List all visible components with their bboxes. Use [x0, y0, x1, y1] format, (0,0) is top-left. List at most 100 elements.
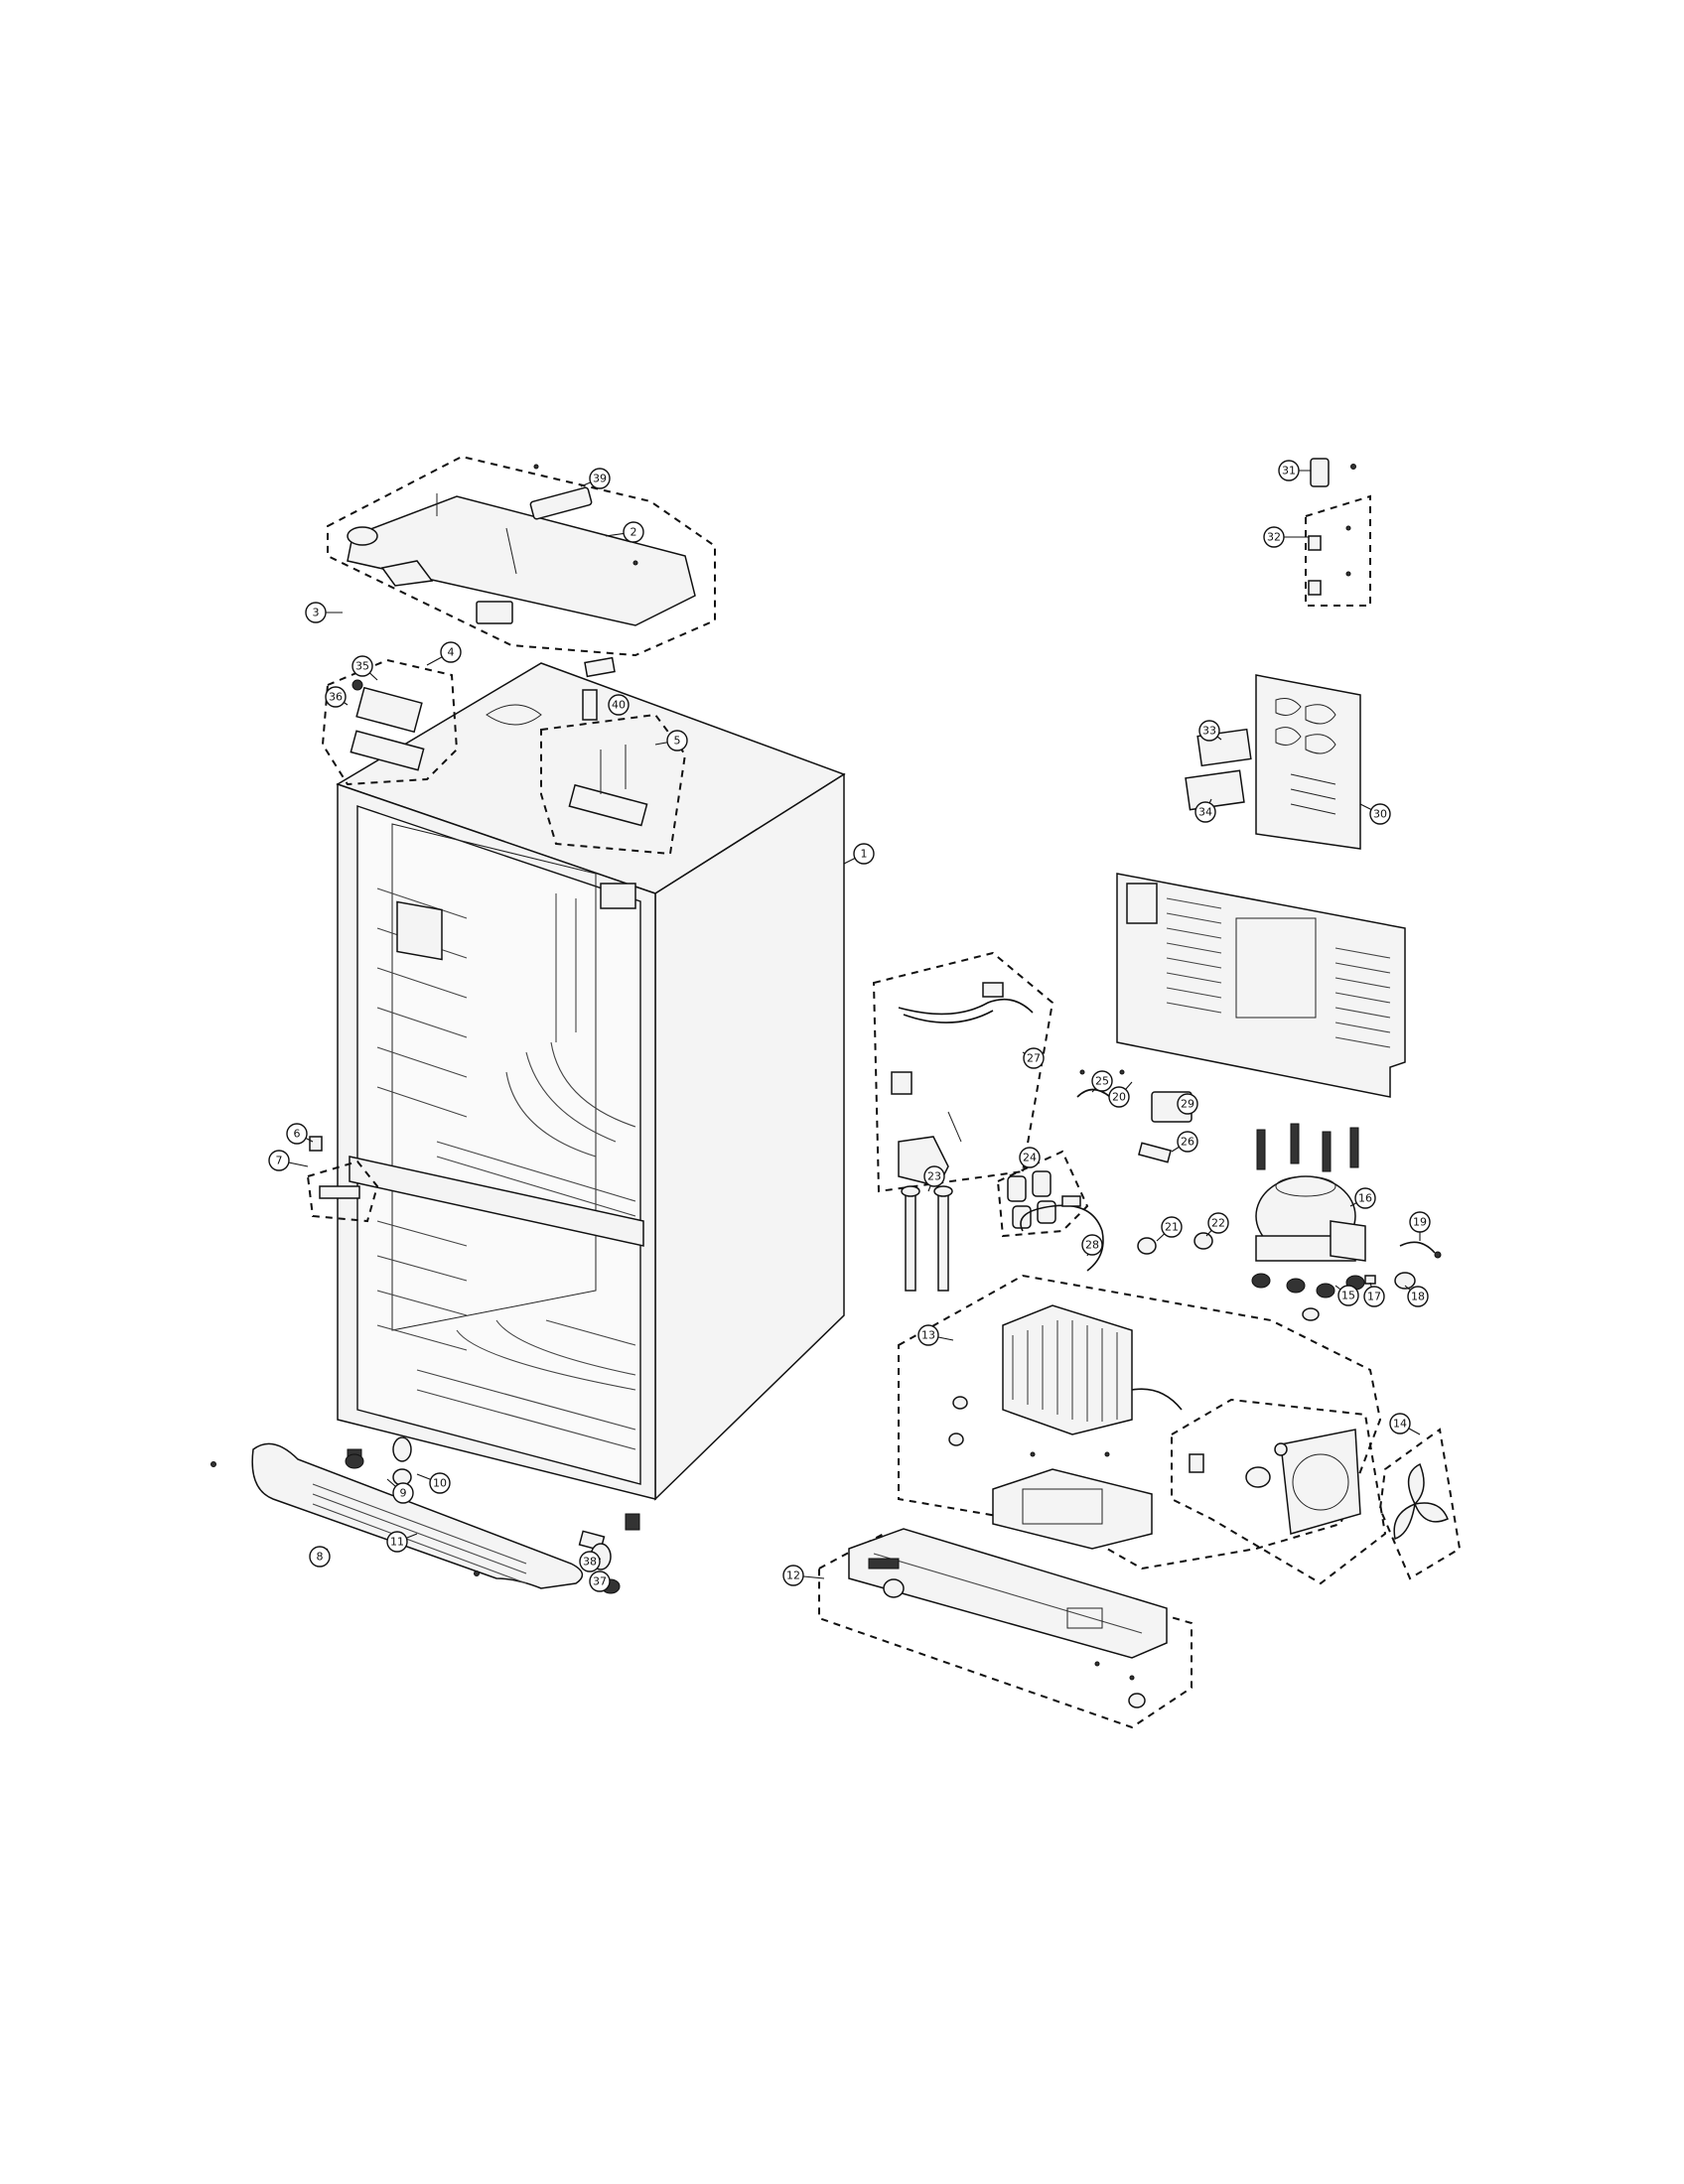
- compressor-accessories: [1364, 1241, 1442, 1290]
- callout-number: 18: [1411, 1291, 1425, 1303]
- callout-31: 31: [1278, 460, 1311, 481]
- callout-number: 28: [1085, 1239, 1099, 1252]
- callout-circle: [853, 843, 875, 865]
- callout-number: 38: [583, 1556, 597, 1569]
- callout-16: 16: [1349, 1187, 1376, 1209]
- callout-circle: [1337, 1285, 1359, 1306]
- callout-circle: [351, 655, 373, 677]
- callout-19: 19: [1409, 1211, 1431, 1241]
- label-panels: [1185, 674, 1361, 850]
- callout-number: 16: [1358, 1192, 1372, 1205]
- callout-40: 40: [608, 694, 630, 716]
- callout-circle: [429, 1472, 451, 1494]
- callout-circle: [589, 468, 611, 489]
- callout-number: 19: [1413, 1216, 1427, 1229]
- callout-number: 35: [355, 660, 369, 673]
- callout-number: 11: [390, 1536, 404, 1549]
- callout-number: 5: [674, 735, 681, 748]
- callout-number: 15: [1341, 1290, 1355, 1302]
- callout-39: 39: [580, 468, 611, 489]
- callout-number: 33: [1202, 725, 1216, 738]
- callout-number: 29: [1181, 1098, 1194, 1111]
- callout-circle: [386, 1531, 408, 1553]
- base-grille: [210, 1442, 584, 1589]
- dryer-tubes: [901, 1185, 953, 1292]
- callout-circle: [1278, 460, 1300, 481]
- callout-18: 18: [1404, 1285, 1429, 1307]
- callout-circle: [1369, 803, 1391, 825]
- refrigerator-cabinet: [336, 662, 846, 1531]
- callout-number: 21: [1165, 1221, 1179, 1234]
- callout-13: 13: [917, 1324, 954, 1346]
- callout-number: 6: [294, 1128, 301, 1141]
- callout-circle: [286, 1123, 308, 1145]
- fan-blade: [1378, 1428, 1462, 1580]
- top-cover-assembly: [327, 455, 716, 657]
- callout-circle: [589, 1570, 611, 1592]
- callout-29: 29: [1177, 1093, 1198, 1115]
- callout-circle: [1407, 1286, 1429, 1307]
- callout-circle: [1354, 1187, 1376, 1209]
- callout-number: 22: [1211, 1217, 1225, 1230]
- callout-circle: [579, 1551, 601, 1572]
- callout-number: 30: [1373, 808, 1387, 821]
- callout-circle: [1198, 720, 1220, 742]
- callout-circle: [1177, 1093, 1198, 1115]
- callout-circle: [268, 1150, 290, 1171]
- grommets: [1137, 1232, 1213, 1255]
- callout-number: 40: [612, 699, 626, 712]
- callout-number: 39: [593, 473, 607, 485]
- callout-33: 33: [1198, 720, 1222, 742]
- relay-group: [996, 1150, 1089, 1238]
- callout-number: 27: [1027, 1052, 1041, 1065]
- callout-circle: [1023, 1047, 1045, 1069]
- callout-21: 21: [1156, 1216, 1183, 1242]
- callout-circle: [1207, 1212, 1229, 1234]
- upper-right-hinge-group: [540, 656, 687, 856]
- callout-circle: [1019, 1147, 1041, 1168]
- callout-number: 8: [317, 1551, 324, 1564]
- callout-number: 13: [921, 1329, 935, 1342]
- callout-number: 31: [1282, 465, 1296, 478]
- callout-circle: [1263, 526, 1285, 548]
- callout-number: 1: [861, 848, 868, 861]
- callout-15: 15: [1334, 1285, 1359, 1306]
- callout-number: 26: [1181, 1136, 1194, 1149]
- callout-number: 25: [1095, 1075, 1109, 1088]
- callout-9: 9: [386, 1478, 414, 1504]
- callout-1: 1: [843, 843, 875, 865]
- sensor-cord: [1020, 1195, 1104, 1272]
- callout-36: 36: [325, 686, 349, 708]
- callout-number: 7: [276, 1155, 283, 1167]
- condenser-fan-motor: [1171, 1398, 1387, 1585]
- callout-30: 30: [1359, 803, 1391, 825]
- compressor: [1251, 1123, 1366, 1321]
- callout-circle: [782, 1565, 804, 1586]
- callout-number: 36: [329, 691, 343, 704]
- condenser-assembly: [898, 1274, 1382, 1570]
- callout-number: 37: [593, 1575, 607, 1588]
- callout-12: 12: [782, 1565, 825, 1586]
- callout-number: 17: [1367, 1291, 1381, 1303]
- callout-circle: [309, 1546, 331, 1568]
- callout-circle: [1081, 1234, 1103, 1256]
- callout-number: 2: [631, 526, 637, 539]
- callout-number: 23: [927, 1170, 941, 1183]
- upper-left-hinge-group: [321, 658, 459, 786]
- callout-35: 35: [351, 655, 378, 681]
- callout-number: 4: [448, 646, 455, 659]
- callout-6: 6: [286, 1123, 314, 1145]
- callout-number: 12: [786, 1570, 800, 1582]
- callout-circle: [1091, 1070, 1113, 1092]
- callout-5: 5: [654, 730, 688, 751]
- middle-hinge-group: [306, 1136, 379, 1223]
- callout-20: 20: [1108, 1081, 1133, 1108]
- callout-number: 24: [1023, 1152, 1037, 1164]
- callout-circle: [1363, 1286, 1385, 1307]
- callout-number: 10: [433, 1477, 447, 1490]
- callout-34: 34: [1194, 798, 1216, 823]
- callout-10: 10: [416, 1472, 451, 1494]
- callout-circle: [1409, 1211, 1431, 1233]
- callout-38: 38: [579, 1551, 602, 1572]
